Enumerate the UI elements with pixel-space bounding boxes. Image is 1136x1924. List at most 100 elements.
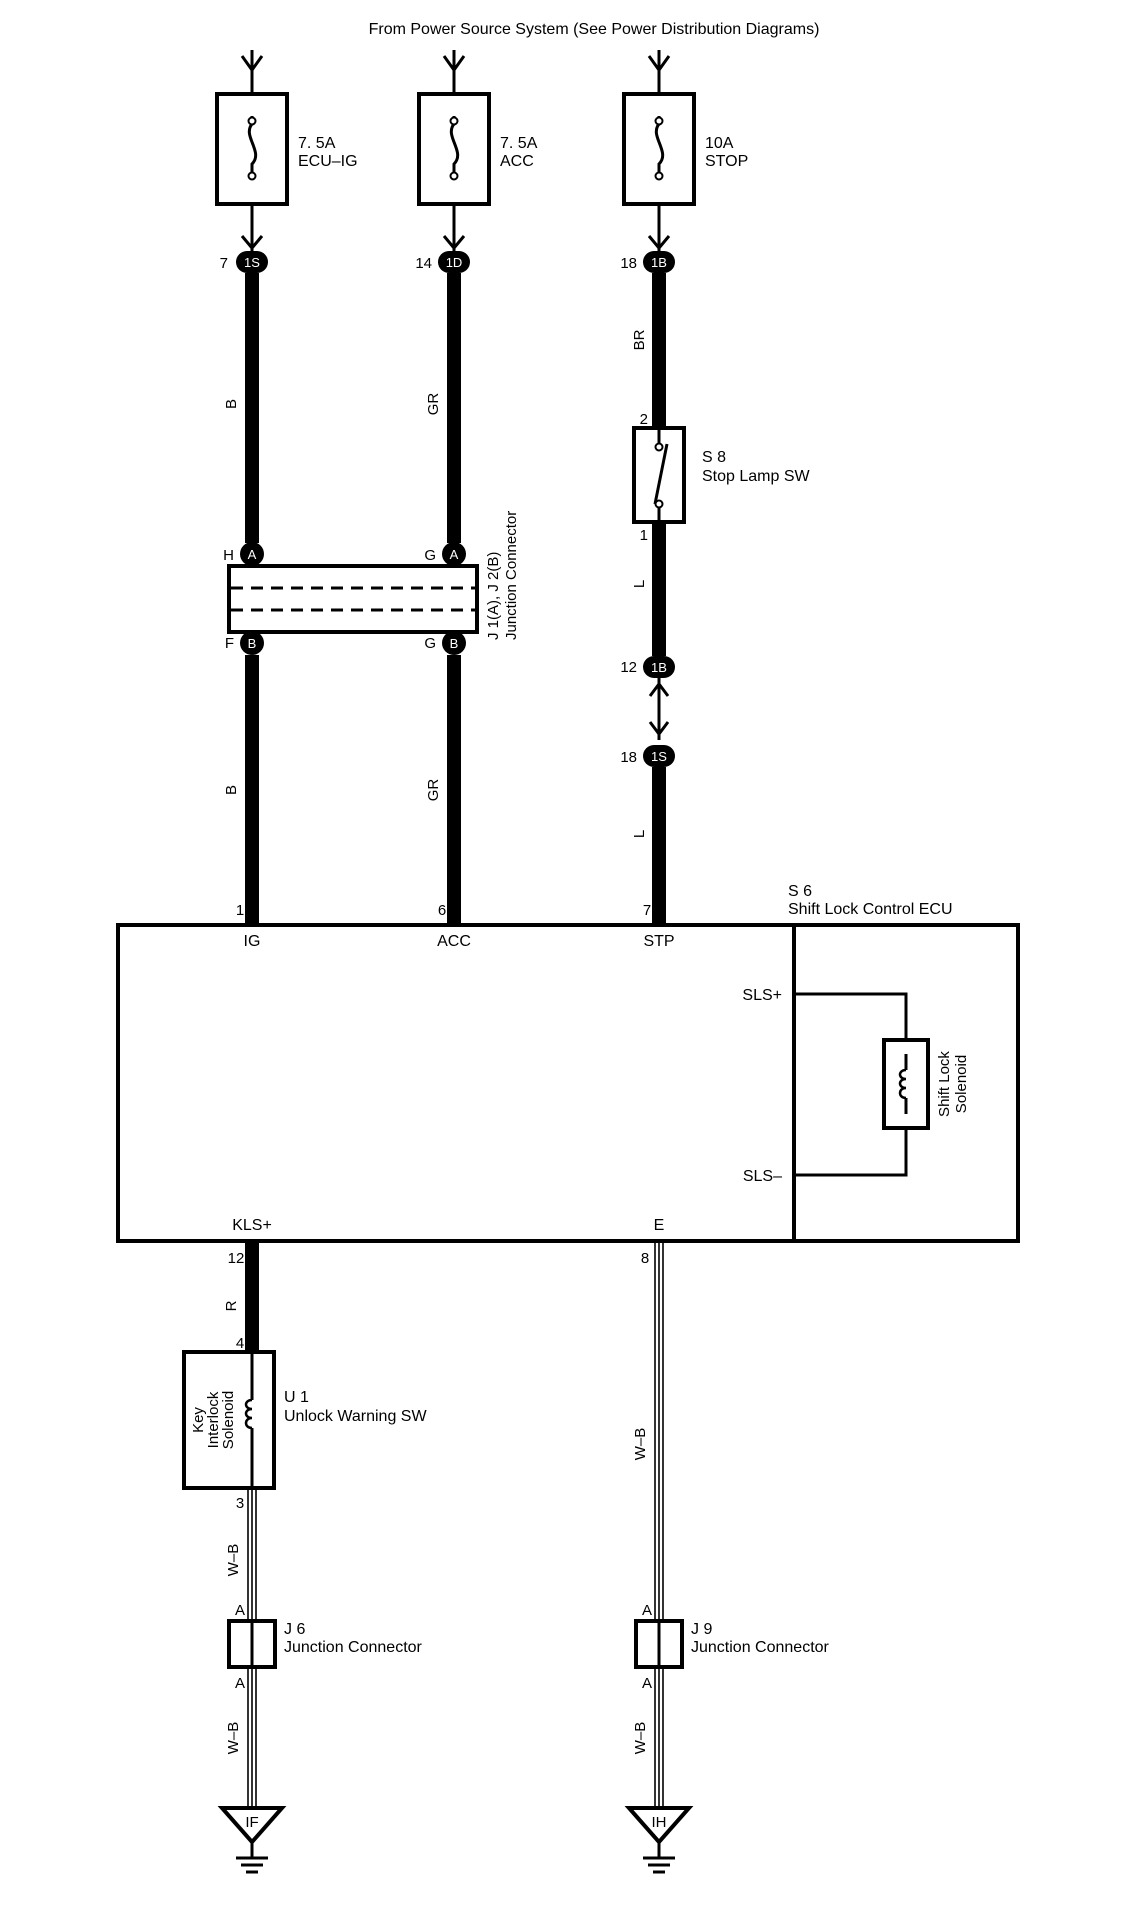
- ecu-box: [116, 923, 1020, 1243]
- fuse-terminal-dot: [654, 116, 664, 126]
- unlock-warning-sw-ref: U 1: [284, 1389, 309, 1406]
- wire-color-gr-lower: GR: [425, 779, 442, 802]
- wire-color-gr-upper: GR: [425, 393, 442, 416]
- junction-j1-ref: J 1(A), J 2(B): [485, 552, 502, 640]
- connector-j1-b-left: [240, 631, 264, 655]
- fuse-out-arrow-1: [240, 235, 264, 251]
- fuse-terminal-dot: [247, 116, 257, 126]
- key-interlock-solenoid-icon: [244, 1398, 253, 1430]
- j9-name: Junction Connector: [691, 1639, 830, 1656]
- fuse-terminal-dot: [449, 171, 459, 181]
- connector-1d-pin: 14: [415, 255, 432, 272]
- ecu-pin-kls: 12: [228, 1250, 245, 1267]
- shift-lock-control-ecu: S 6 Shift Lock Control ECU IG ACC STP KL…: [116, 883, 1020, 1243]
- sls-wiring: [794, 992, 908, 1177]
- fuse-terminal-dot: [449, 116, 459, 126]
- wire-wb-j9: [654, 1667, 664, 1808]
- junction-j1-name: Junction Connector: [503, 511, 520, 640]
- fuse-acc-box: [417, 92, 491, 206]
- fuse-ecu-ig-name: ECU–IG: [298, 153, 358, 170]
- junction-connector-j1-j2: J 1(A), J 2(B) Junction Connector: [227, 511, 520, 640]
- ecu-terminal-e: E: [654, 1217, 665, 1234]
- j6-pin-top: A: [235, 1602, 245, 1619]
- wire-color-wb-3: W–B: [632, 1428, 649, 1461]
- j6-pin-bottom: A: [235, 1675, 245, 1692]
- connector-1b-label: 1B: [651, 255, 667, 270]
- shift-lock-solenoid-label-2: Solenoid: [953, 1055, 970, 1113]
- ecu-pin-e: 8: [641, 1250, 649, 1267]
- diagram-header: From Power Source System (See Power Dist…: [369, 21, 820, 38]
- ecu-pin-stp: 7: [643, 902, 651, 919]
- fuse-stop-name: STOP: [705, 153, 748, 170]
- feed-arrow-2: [442, 55, 466, 73]
- fuse-ecu-ig-box: [215, 92, 289, 206]
- unlock-warning-sw-name: Unlock Warning SW: [284, 1408, 427, 1425]
- stop-lamp-sw-contact: [653, 443, 669, 505]
- connector-1b: [643, 251, 675, 273]
- acc-circuit: 7. 5A ACC 14 1D GR G A G B GR 6: [415, 50, 538, 923]
- fuse-out-arrow-2: [442, 235, 466, 251]
- ground-if-label: IF: [245, 1814, 258, 1831]
- wire-color-wb-2: W–B: [225, 1722, 242, 1755]
- e-circuit: 8 W–B A J 9 Junction Connector A W–B IH: [624, 1243, 830, 1874]
- ecu-pin-acc: 6: [438, 902, 446, 919]
- connector-1s-pin: 7: [220, 255, 228, 272]
- unlock-warning-sw-box: [182, 1350, 276, 1490]
- connector-j1-b-right: [442, 631, 466, 655]
- j1-top-right-pin: G: [424, 547, 436, 564]
- ground-point-if: [217, 1806, 287, 1846]
- ecu-terminal-ig: IG: [244, 933, 261, 950]
- wire-color-wb-4: W–B: [632, 1722, 649, 1755]
- connector-j1-a-left: [240, 542, 264, 566]
- stop-lamp-sw-contact-top: [654, 442, 664, 452]
- ecu-ig-circuit: 7. 5A ECU–IG 7 1S B H A F B B 1: [215, 50, 358, 923]
- ecu-ref: S 6: [788, 883, 812, 900]
- stop-circuit: 10A STOP 18 1B BR 2 S 8 Stop Lamp SW 1 L…: [620, 50, 811, 923]
- connector-j1-a-right: [442, 542, 466, 566]
- connector-j1-a-left-label: A: [248, 547, 257, 562]
- key-interlock-label-3: Solenoid: [220, 1391, 237, 1449]
- shift-lock-solenoid-box: [882, 1038, 930, 1130]
- wire-color-l-mid: L: [631, 580, 648, 588]
- j9-ref: J 9: [691, 1621, 712, 1638]
- wire-wb-e: [654, 1243, 664, 1621]
- key-interlock-label-1: Key: [190, 1407, 207, 1433]
- fuse-terminal-dot: [247, 171, 257, 181]
- stop-lamp-sw-ref: S 8: [702, 449, 726, 466]
- j9-pin-top: A: [642, 1602, 652, 1619]
- j9-pin-bottom: A: [642, 1675, 652, 1692]
- fuse-acc-name: ACC: [500, 153, 534, 170]
- ecu-terminal-kls: KLS+: [232, 1217, 272, 1234]
- wire-wb-j6: [247, 1667, 257, 1808]
- u1-pin-bottom: 3: [236, 1495, 244, 1512]
- connector-j1-b-right-label: B: [450, 636, 459, 651]
- ground-icon-if: [236, 1856, 268, 1874]
- wire-color-br: BR: [631, 329, 648, 350]
- fuse-stop-rating: 10A: [705, 135, 734, 152]
- fuse-out-arrow-3: [647, 235, 671, 251]
- ground-icon-ih: [643, 1856, 675, 1874]
- stop-lamp-sw-contact-bottom: [654, 499, 664, 509]
- connector-1s-2: [643, 745, 675, 767]
- wire-color-r: R: [223, 1300, 240, 1311]
- wire-color-l-lower: L: [631, 830, 648, 838]
- j6-name: Junction Connector: [284, 1639, 423, 1656]
- ecu-terminal-stp: STP: [643, 933, 674, 950]
- connector-1d-label: 1D: [446, 255, 463, 270]
- shift-lock-solenoid-icon: [898, 1068, 907, 1100]
- fuse-acc-rating: 7. 5A: [500, 135, 538, 152]
- feed-arrow-1: [240, 55, 264, 73]
- feed-arrow-3: [647, 55, 671, 73]
- stop-lamp-sw-pin-bottom: 1: [640, 527, 648, 544]
- connector-1b-2: [643, 656, 675, 678]
- kls-circuit: 12 R 4 Key Interlock Solenoid U 1 Unlock…: [182, 1243, 427, 1874]
- ecu-terminal-sls-minus: SLS–: [743, 1168, 782, 1185]
- j1-bottom-left-pin: F: [225, 635, 234, 652]
- wire-color-wb-1: W–B: [225, 1544, 242, 1577]
- stop-lamp-sw-pin-top: 2: [640, 411, 648, 428]
- shift-lock-solenoid-label-1: Shift Lock: [936, 1051, 953, 1117]
- connector-pair-arrow-up: [648, 681, 670, 697]
- connector-1s-2-pin: 18: [620, 749, 637, 766]
- stop-lamp-sw-name: Stop Lamp SW: [702, 468, 811, 485]
